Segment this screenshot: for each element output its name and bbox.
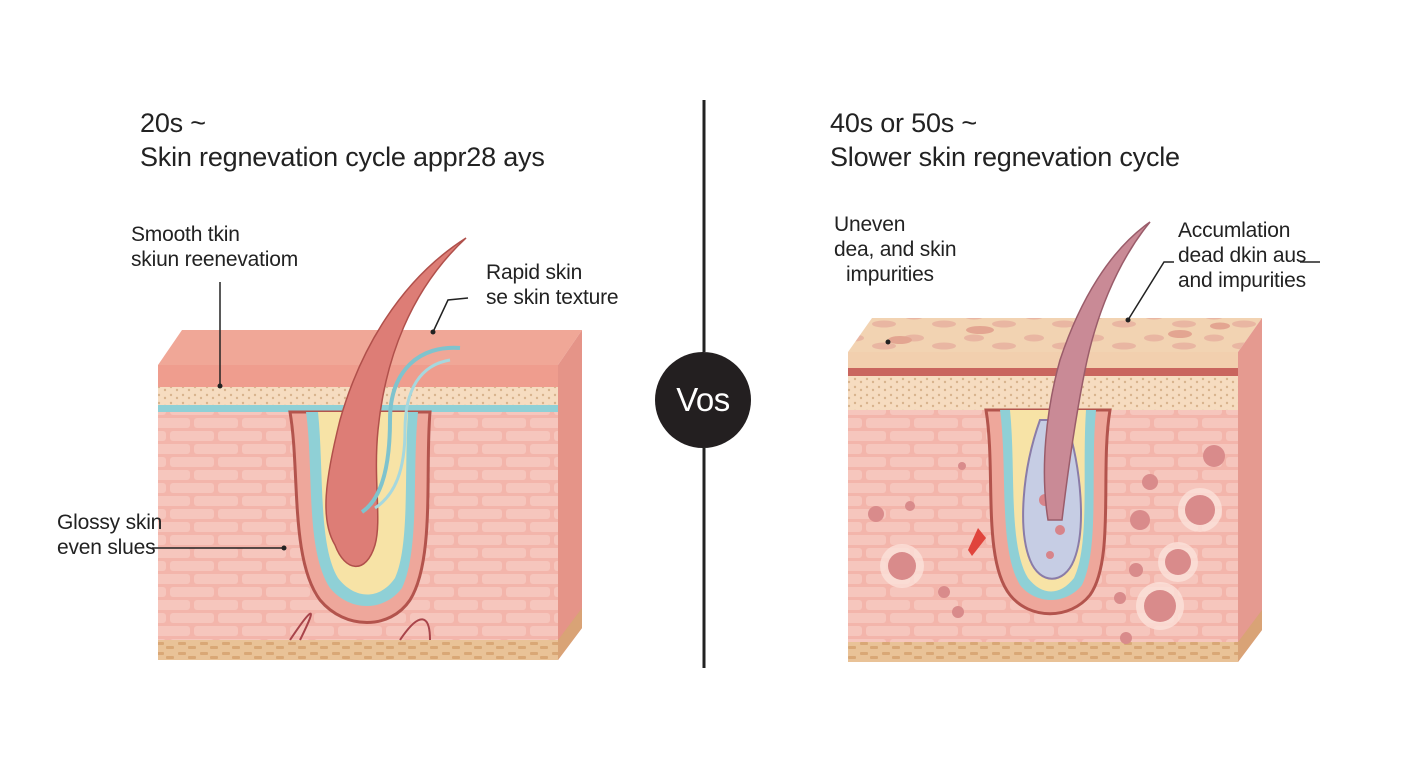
vs-badge	[655, 352, 751, 448]
vs-badge-label: Vos	[676, 381, 730, 418]
uneven-skin-label: Uneven dea, and skin impurities	[834, 213, 957, 286]
accum-label-leader	[1127, 261, 1174, 321]
aged-skin-heading-line1: 40s or 50s ~	[830, 108, 977, 138]
rapid-skin-label: Rapid skin se skin texture	[486, 261, 619, 309]
aged-skin-side-face	[1238, 318, 1262, 662]
aged-skin-hair	[1043, 221, 1151, 521]
young-skin-side-face	[558, 330, 582, 660]
aged-skin-block	[848, 221, 1320, 662]
aged-skin-fat-layer	[848, 642, 1238, 662]
rapid-label-leader	[432, 297, 469, 333]
aged-skin-surface-layer	[848, 352, 1238, 368]
glossy-skin-label: Glossy skin even slues	[57, 511, 163, 559]
young-skin-hair	[325, 237, 467, 568]
accumulation-label: Accumlation dead dkin aus and impurities	[1178, 219, 1307, 292]
smooth-skin-label: Smooth tkin skiun reenevatiom	[131, 223, 299, 271]
young-skin-heading-line1: 20s ~	[140, 108, 206, 138]
impurity-cells	[868, 445, 1225, 644]
aged-skin-top-face	[848, 318, 1262, 352]
young-skin-heading: 20s ~ Skin regnevation cycle appr28 ays	[140, 106, 545, 174]
young-skin-fat-layer	[158, 640, 558, 660]
young-skin-block	[152, 237, 582, 660]
aged-skin-heading: 40s or 50s ~ Slower skin regnevation cyc…	[830, 106, 1180, 174]
aged-skin-heading-line2: Slower skin regnevation cycle	[830, 142, 1180, 172]
young-skin-heading-line2: Skin regnevation cycle appr28 ays	[140, 142, 545, 172]
